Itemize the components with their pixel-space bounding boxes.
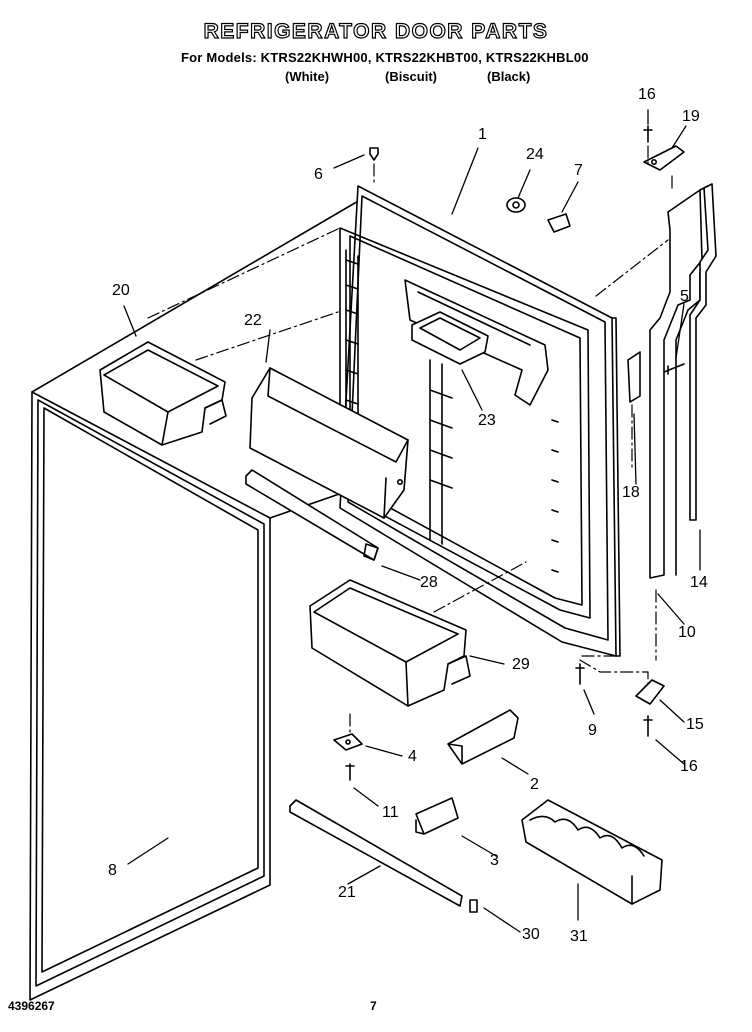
callout-18: 18: [622, 484, 640, 501]
callout-16-top: 16: [638, 86, 656, 103]
callout-30: 30: [522, 926, 540, 943]
door-gasket: [29, 391, 271, 1001]
callout-19: 19: [682, 108, 700, 125]
diagram-title: REFRIGERATOR DOOR PARTS: [203, 19, 549, 43]
callout-28: 28: [420, 574, 438, 591]
trim-strip-28: [245, 469, 379, 561]
hinge-bracket-19: [643, 145, 685, 171]
door-bin-upper: [99, 341, 227, 446]
door-stop: [447, 709, 519, 765]
callout-7: 7: [574, 162, 583, 179]
hinge-plate-18: [627, 351, 641, 403]
screw-16-bottom: [643, 715, 653, 737]
callout-29: 29: [512, 656, 530, 673]
callout-leaders: [123, 109, 701, 933]
end-cap: [469, 899, 478, 913]
callout-14: 14: [690, 574, 708, 591]
callout-2: 2: [530, 776, 539, 793]
screw-16-top: [643, 125, 653, 143]
callout-22: 22: [244, 312, 262, 329]
trim-strip-21: [289, 799, 463, 907]
screw-6: [369, 147, 379, 161]
hinge-bracket-15: [635, 679, 665, 705]
callout-24: 24: [526, 146, 544, 163]
page-number: 7: [370, 999, 377, 1013]
callout-9: 9: [588, 722, 597, 739]
callout-5: 5: [680, 288, 689, 305]
bushing-24: [506, 197, 526, 213]
door-hinge-side-trim: [649, 185, 713, 579]
callout-10: 10: [678, 624, 696, 641]
color-black: (Black): [487, 69, 531, 84]
callout-11: 11: [382, 804, 399, 821]
dairy-door: [411, 311, 489, 365]
callout-6: 6: [314, 166, 323, 183]
callout-31: 31: [570, 928, 588, 945]
color-white: (White): [285, 69, 330, 84]
callout-15: 15: [686, 716, 704, 733]
callout-1: 1: [478, 126, 487, 143]
models-line: For Models: KTRS22KHWH00, KTRS22KHBT00, …: [181, 50, 589, 65]
callout-23: 23: [478, 412, 496, 429]
screw-9: [575, 663, 585, 685]
callout-4: 4: [408, 748, 417, 765]
callout-20: 20: [112, 282, 130, 299]
callout-16-bottom: 16: [680, 758, 698, 775]
callout-21: 21: [338, 884, 356, 901]
color-biscuit: (Biscuit): [385, 69, 437, 84]
callout-8: 8: [108, 862, 117, 879]
plug-7: [547, 213, 571, 233]
screw-5: [663, 363, 685, 375]
hinge-trim-14: [689, 183, 717, 521]
lower-hinge-left: [333, 733, 363, 781]
callout-3: 3: [490, 852, 499, 869]
document-number: 4396267: [8, 999, 55, 1013]
spacer-block: [415, 797, 459, 835]
egg-tray: [521, 799, 663, 905]
alignment-lines: [147, 145, 673, 735]
door-bin-lower: [309, 579, 471, 707]
dairy-cover: [249, 367, 409, 519]
